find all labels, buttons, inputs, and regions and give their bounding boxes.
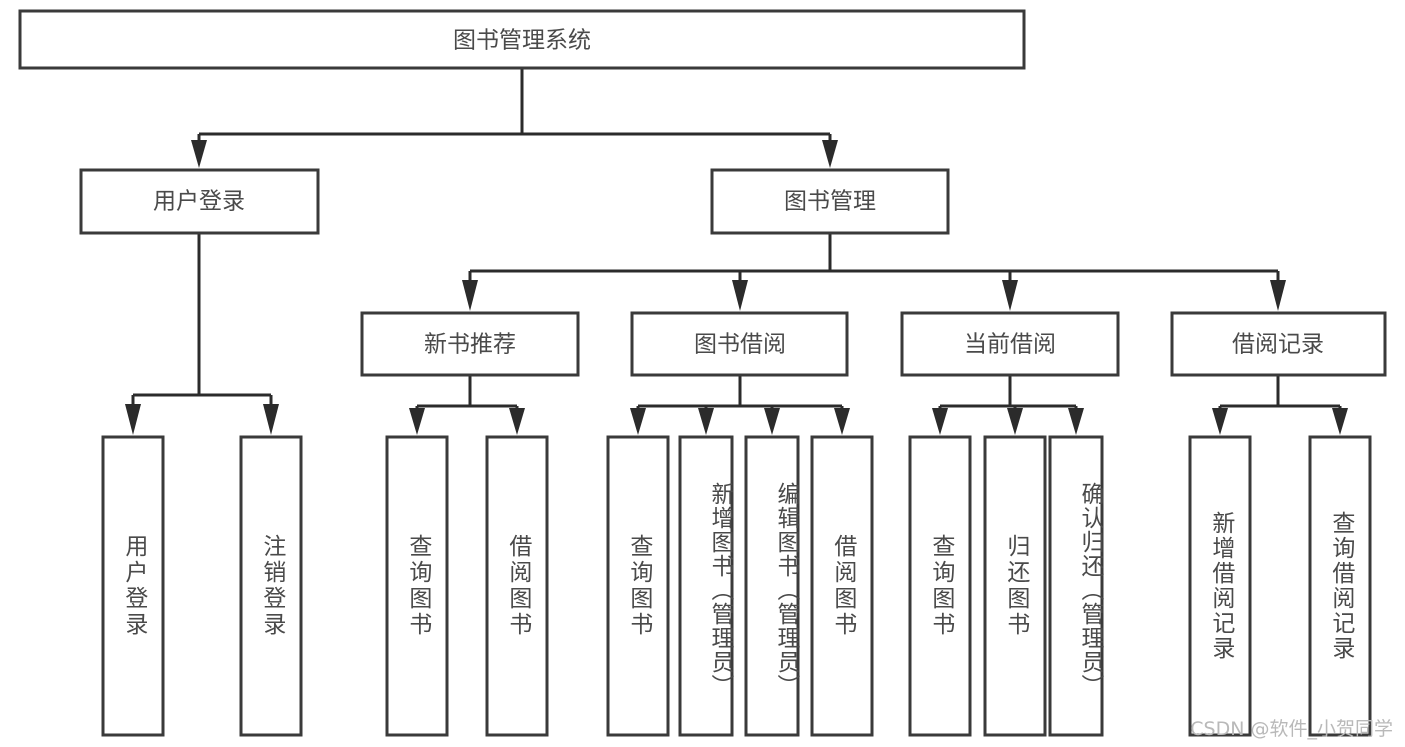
node-book-borrow-label: 图书借阅 [694,332,786,358]
leaf-box-user-logout[interactable] [239,435,303,737]
leaf-label-user-logout: 注销登录 [258,534,285,638]
leaf-label-confirm-return-admin: 确认归还（管理员） [1077,482,1103,698]
node-borrow-record[interactable]: 借阅记录 [1170,311,1387,377]
node-current-borrow-box[interactable] [900,311,1120,377]
leaf-label-query-book-2: 查询图书 [625,534,652,638]
arrow-head-leaf-query-borrow-record [1332,408,1348,435]
leaf-box-query-borrow-record[interactable] [1308,435,1372,737]
connector-group-new-book-recommend [409,375,525,435]
connector-group-borrow-record [1212,375,1348,435]
leaf-box-add-borrow-record[interactable] [1188,435,1252,737]
connector-group-current-borrow [932,375,1084,435]
arrow-head-leaf-borrow-book-2 [834,408,850,435]
node-book-borrow[interactable]: 图书借阅 [630,311,849,377]
node-root[interactable]: 图书管理系统 [18,9,1026,70]
arrow-head-leaf-query-book-2 [630,408,646,435]
connector-group-book-manage [462,233,1286,311]
arrow-head-leaf-query-book-3 [932,408,948,435]
node-current-borrow-label: 当前借阅 [964,332,1056,358]
leaf-label-add-book-admin: 新增图书（管理员） [707,482,733,698]
arrow-head-leaf-return-book [1007,408,1023,435]
arrow-head-book-manage [822,140,838,168]
arrow-head-current-borrow [1002,280,1018,311]
node-borrow-record-label: 借阅记录 [1232,332,1324,358]
leaf-label-borrow-book-2: 借阅图书 [829,534,856,638]
connector-group-user-login [125,233,279,435]
arrow-head-new-book-recommend [462,280,478,311]
node-user-login-label: 用户登录 [153,189,245,215]
node-current-borrow[interactable]: 当前借阅 [900,311,1120,377]
leaf-box-add-book-admin[interactable] [678,435,734,737]
connector-group-book-borrow [630,375,850,435]
leaf-box-query-book-3[interactable] [908,435,972,737]
node-user-login[interactable]: 用户登录 [79,168,320,235]
leaf-box-user-login[interactable] [101,435,165,737]
node-borrow-record-box[interactable] [1170,311,1387,377]
leaf-label-query-book-3: 查询图书 [927,534,954,638]
leaf-label-return-book: 归还图书 [1002,534,1029,638]
watermark-text: CSDN @软件_小贺同学 [1190,718,1393,740]
leaf-box-return-book[interactable] [983,435,1047,737]
leaf-box-borrow-book-1[interactable] [485,435,549,737]
node-new-book-recommend[interactable]: 新书推荐 [360,311,580,377]
arrow-head-user-login [191,140,207,168]
leaf-label-add-borrow-record: 新增借阅记录 [1207,511,1234,661]
arrow-head-book-borrow [732,280,748,311]
leaf-label-query-borrow-record: 查询借阅记录 [1327,511,1354,661]
leaf-box-borrow-book-2[interactable] [810,435,874,737]
arrow-head-leaf-borrow-book-1 [509,408,525,435]
node-book-manage-box[interactable] [710,168,950,235]
connector-group-root [191,68,838,168]
node-user-login-box[interactable] [79,168,320,235]
leaf-label-query-book-1: 查询图书 [404,534,431,638]
node-book-manage[interactable]: 图书管理 [710,168,950,235]
leaf-label-edit-book-admin: 编辑图书（管理员） [773,482,799,698]
leaf-label-user-login: 用户登录 [120,534,147,638]
node-book-borrow-box[interactable] [630,311,849,377]
arrow-head-leaf-add-book-admin [698,408,714,435]
arrow-head-leaf-confirm-return-admin [1068,408,1084,435]
leaf-label-borrow-book-1: 借阅图书 [504,534,531,638]
arrow-head-leaf-query-book-1 [409,408,425,435]
arrow-head-leaf-user-login [125,404,141,435]
node-root-label: 图书管理系统 [453,28,591,54]
leaf-box-edit-book-admin[interactable] [744,435,800,737]
node-new-book-recommend-label: 新书推荐 [424,332,516,358]
arrow-head-leaf-add-borrow-record [1212,408,1228,435]
leaf-box-confirm-return-admin[interactable] [1048,435,1104,737]
node-new-book-recommend-box[interactable] [360,311,580,377]
node-root-box[interactable] [18,9,1026,70]
arrow-head-leaf-edit-book-admin [764,408,780,435]
arrow-head-borrow-record [1270,280,1286,311]
leaf-box-group [101,435,1372,737]
arrow-head-leaf-user-logout [263,404,279,435]
leaf-box-query-book-2[interactable] [606,435,670,737]
node-book-manage-label: 图书管理 [784,189,876,215]
leaf-box-query-book-1[interactable] [385,435,449,737]
